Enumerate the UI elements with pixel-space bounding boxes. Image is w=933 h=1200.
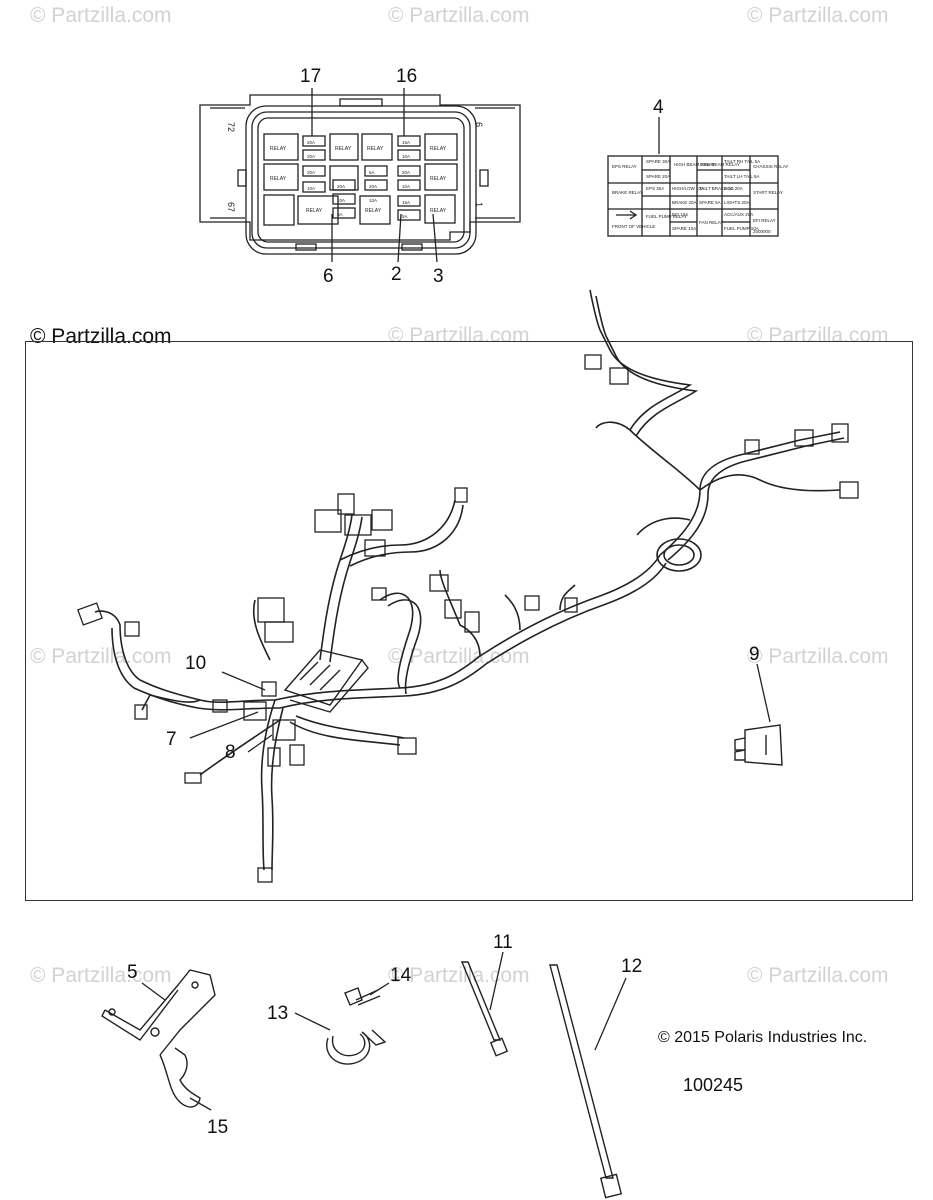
fuse-clip-drawing	[734, 724, 783, 766]
label-card-drawing	[607, 155, 779, 237]
fuse-text: 20A	[307, 140, 315, 145]
svg-text:LIGHTS 20A: LIGHTS 20A	[724, 200, 750, 205]
svg-text:ACC/AUX 20A: ACC/AUX 20A	[724, 212, 753, 217]
svg-text:FRONT OF VEHICLE: FRONT OF VEHICLE	[612, 224, 655, 229]
svg-text:EFI 10A: EFI 10A	[672, 212, 688, 217]
watermark: © Partzilla.com	[747, 964, 889, 987]
svg-text:ACC 20A: ACC 20A	[724, 186, 743, 191]
svg-text:EPS 30A: EPS 30A	[646, 186, 664, 191]
callout-15: 15	[207, 1117, 229, 1138]
callout-10: 10	[185, 653, 207, 674]
svg-text:BRAKE 20A: BRAKE 20A	[672, 200, 697, 205]
svg-text:2000000: 2000000	[753, 229, 771, 234]
relay-text: RELAY	[270, 146, 287, 152]
svg-text:FUEL PUMP RELAY: FUEL PUMP RELAY	[646, 214, 687, 219]
cable-tie-short-drawing	[460, 961, 509, 1057]
svg-text:FUEL PUMP 10A: FUEL PUMP 10A	[724, 226, 759, 231]
relay-text: RELAY	[270, 176, 287, 182]
copyright-note: © 2015 Polaris Industries Inc.	[658, 1029, 868, 1046]
label-card-text: EPS RELAY SPARE 30A HIGH BEAM RELAY LOW …	[612, 159, 788, 234]
fuse-text: 20A	[369, 184, 377, 189]
fuse-text: 10A	[337, 198, 345, 203]
svg-text:HIGH BEAM RELAY: HIGH BEAM RELAY	[674, 162, 715, 167]
callout-4: 4	[653, 97, 664, 118]
relay-text: RELAY	[430, 176, 447, 182]
relay-text: RELAY	[430, 146, 447, 152]
fuse-text: 5A	[337, 212, 343, 217]
callout-12: 12	[621, 956, 643, 977]
callout-11: 11	[493, 932, 513, 953]
harness-frame	[25, 341, 913, 901]
svg-text:HIGH/LOW 10A: HIGH/LOW 10A	[672, 186, 704, 191]
callout-14: 14	[390, 965, 412, 986]
svg-text:SPARE 5A: SPARE 5A	[699, 200, 721, 205]
relay-text: RELAY	[367, 146, 384, 152]
callout-8: 8	[225, 742, 236, 763]
clamp-drawing	[326, 1029, 387, 1065]
fuse-text: 20A	[307, 154, 315, 159]
pin-label: 6	[474, 122, 484, 127]
fuse-text: 10A	[307, 186, 315, 191]
svg-text:LOW BEAM RELAY: LOW BEAM RELAY	[700, 162, 740, 167]
svg-text:BRAKE RELAY: BRAKE RELAY	[612, 190, 643, 195]
svg-text:SPARE 10A: SPARE 10A	[672, 226, 696, 231]
svg-text:FAN RELAY: FAN RELAY	[699, 220, 723, 225]
callout-5: 5	[127, 962, 138, 983]
callout-16: 16	[396, 66, 418, 87]
watermark: © Partzilla.com	[30, 964, 172, 987]
fuse-text: 15A	[402, 140, 410, 145]
fuse-text: 10A	[369, 198, 377, 203]
relay-text: RELAY	[335, 146, 352, 152]
pin-label: 1	[474, 202, 484, 207]
svg-text:EPS RELAY: EPS RELAY	[612, 164, 637, 169]
watermark: © Partzilla.com	[388, 645, 530, 668]
ecu-module-drawing	[283, 649, 369, 713]
svg-text:SPARE 20A: SPARE 20A	[646, 174, 670, 179]
header-label: © Partzilla.com	[30, 325, 172, 348]
callout-3: 3	[433, 266, 444, 287]
svg-text:TAILT BRAKE 5A: TAILT BRAKE 5A	[699, 186, 734, 191]
relay-text: RELAY	[306, 208, 323, 214]
connectors-drawing	[77, 354, 859, 883]
bracket-drawing	[101, 969, 216, 1108]
svg-text:TAILT RH TAIL 5A: TAILT RH TAIL 5A	[724, 159, 760, 164]
fuse-text: 20A	[337, 184, 345, 189]
fuse-text: 10A	[402, 154, 410, 159]
svg-text:CHASSIS RELAY: CHASSIS RELAY	[753, 164, 788, 169]
reference-number: 100245	[683, 1075, 744, 1095]
svg-text:SPARE 30A: SPARE 30A	[646, 159, 670, 164]
fuse-text: 10A	[402, 184, 410, 189]
callout-9: 9	[749, 644, 760, 665]
pin-label: 67	[226, 202, 236, 212]
fuse-text: 5A	[402, 214, 408, 219]
svg-text:TAILT LH TAIL 5A: TAILT LH TAIL 5A	[724, 174, 759, 179]
callout-13: 13	[267, 1003, 289, 1024]
svg-text:EFI RELAY: EFI RELAY	[753, 218, 776, 223]
relay-text: RELAY	[430, 208, 447, 214]
watermark: © Partzilla.com	[388, 4, 530, 27]
fuse-text: 20A	[307, 170, 315, 175]
watermark: © Partzilla.com	[747, 645, 889, 668]
watermark: © Partzilla.com	[747, 4, 889, 27]
svg-text:START RELAY: START RELAY	[753, 190, 783, 195]
fuse-box-drawing	[199, 94, 521, 255]
callout-2: 2	[391, 264, 402, 285]
callout-6: 6	[323, 266, 334, 287]
watermark: © Partzilla.com	[388, 964, 530, 987]
screw-drawing	[344, 987, 381, 1006]
pin-label: 72	[226, 122, 236, 132]
wire-harness-drawing	[94, 289, 845, 871]
relay-text: RELAY	[365, 208, 382, 214]
fuse-text: 15A	[402, 200, 410, 205]
callout-7: 7	[166, 729, 177, 750]
fuse-text: 20A	[402, 170, 410, 175]
watermark: © Partzilla.com	[30, 4, 172, 27]
callout-17: 17	[300, 66, 322, 87]
cable-tie-long-drawing	[549, 964, 623, 1199]
watermark: © Partzilla.com	[30, 645, 172, 668]
fuse-text: 5A	[369, 170, 375, 175]
